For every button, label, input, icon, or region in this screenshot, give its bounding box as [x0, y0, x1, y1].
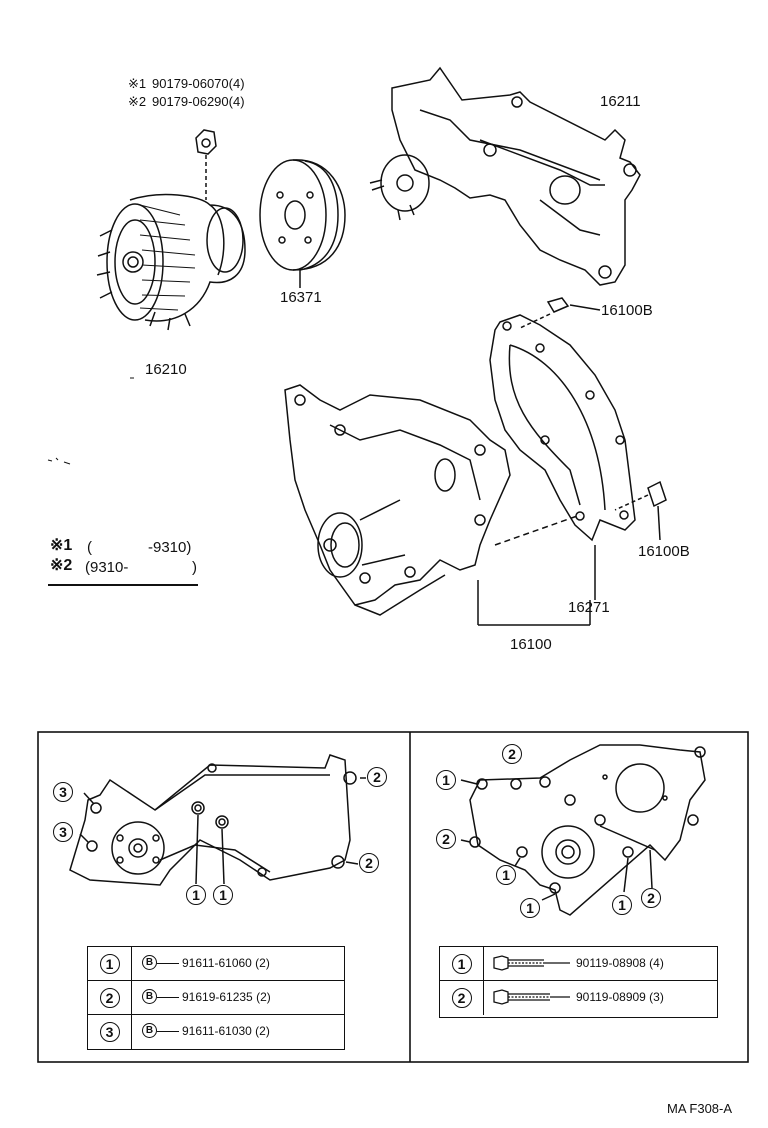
right-callout: 2	[641, 888, 661, 908]
legend2-close: )	[192, 559, 197, 576]
nut-drawing	[195, 129, 217, 200]
dowel-top-drawing	[519, 297, 601, 329]
label-water-pump: 16100	[510, 636, 552, 653]
label-gasket: 16271	[568, 599, 610, 616]
left-bolt-table: 1 B 91611-61060 (2) 2 B 91619-61235 (2) …	[87, 946, 345, 1050]
right-callout: 1	[612, 895, 632, 915]
stray-marks	[47, 377, 134, 465]
table-row: 1 B 91611-61060 (2)	[88, 947, 344, 981]
legend2-marker: ※2	[50, 557, 73, 574]
water-pump-drawing	[284, 384, 591, 626]
table-row: 1 90119-08908 (4)	[440, 947, 717, 981]
left-callout: 2	[367, 767, 387, 787]
table-row: 3 B 91611-61030 (2)	[88, 1015, 344, 1049]
table-row: 2 B 91619-61235 (2)	[88, 981, 344, 1015]
row-number: 2	[99, 987, 120, 1008]
bolt-icon	[493, 989, 570, 1005]
pulley-drawing	[259, 159, 346, 288]
b-mark-icon: B	[142, 955, 157, 970]
left-bolt-location-drawing	[69, 754, 366, 886]
right-callout: 1	[436, 770, 456, 790]
note1-marker: ※1	[128, 76, 147, 91]
left-callout: 2	[359, 853, 379, 873]
b-mark-icon: B	[142, 989, 157, 1004]
legend1-range: -9310)	[148, 539, 192, 556]
right-callout: 2	[502, 744, 522, 764]
fan-coupling-drawing	[96, 193, 246, 331]
bolt-icon	[493, 955, 570, 971]
left-callout: 3	[53, 822, 73, 842]
label-bracket: 16211	[600, 93, 641, 110]
legend2-range: (9310-	[85, 559, 129, 576]
legend1-marker: ※1	[50, 537, 73, 554]
right-callout: 2	[436, 829, 456, 849]
left-callout: 3	[53, 782, 73, 802]
right-callout: 1	[520, 898, 540, 918]
bracket-drawing	[369, 66, 641, 286]
gasket-drawing	[489, 314, 636, 600]
note2-part-number: 90179-06290(4)	[152, 94, 245, 109]
row-number: 1	[451, 953, 472, 974]
label-dowel-top: 16100B	[601, 302, 653, 319]
figure-code: MA F308-A	[667, 1101, 733, 1116]
right-bolt-table: 1 90119-08908 (4) 2 90119-08909 (3)	[439, 946, 718, 1018]
dowel-bottom-drawing	[614, 480, 667, 541]
legend1-open: (	[87, 539, 92, 556]
label-dowel-bottom: 16100B	[638, 543, 690, 560]
note2-marker: ※2	[128, 94, 147, 109]
part-number: 90119-08909 (3)	[576, 990, 664, 1004]
right-bolt-location-drawing	[460, 744, 706, 916]
row-number: 1	[99, 953, 120, 974]
label-fan-coupling: 16210	[145, 361, 187, 378]
part-number: 90119-08908 (4)	[576, 956, 664, 970]
b-mark-icon: B	[142, 1023, 157, 1038]
table-row: 2 90119-08909 (3)	[440, 981, 717, 1015]
right-callout: 1	[496, 865, 516, 885]
left-callout: 1	[213, 885, 233, 905]
label-pulley: 16371	[280, 289, 322, 306]
part-number: 91611-61030 (2)	[182, 1024, 270, 1038]
bolt-diagram-frame	[37, 731, 749, 1063]
row-number: 2	[451, 988, 472, 1008]
part-number: 91611-61060 (2)	[182, 956, 270, 970]
row-number: 3	[99, 1022, 120, 1042]
left-callout: 1	[186, 885, 206, 905]
note1-part-number: 90179-06070(4)	[152, 76, 245, 91]
part-number: 91619-61235 (2)	[182, 990, 271, 1004]
